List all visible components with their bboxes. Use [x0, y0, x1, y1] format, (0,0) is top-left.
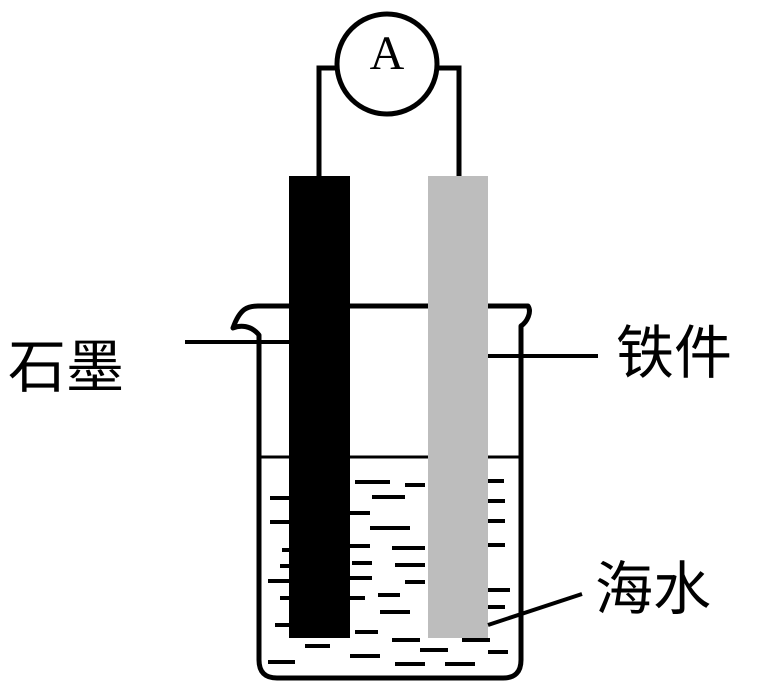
leader-seawater	[487, 592, 583, 627]
beaker	[230, 303, 532, 681]
graphite-electrode	[289, 176, 350, 638]
iron-electrode	[428, 176, 488, 638]
ammeter-circle	[334, 11, 440, 117]
graphite-label: 石墨	[8, 333, 125, 401]
wire-right	[437, 65, 462, 176]
ammeter-label: A	[369, 27, 405, 80]
seawater-label: 海水	[595, 555, 712, 623]
seawater-dashes	[268, 479, 510, 666]
wire-left	[316, 65, 337, 176]
iron-label: 铁件	[616, 319, 733, 387]
